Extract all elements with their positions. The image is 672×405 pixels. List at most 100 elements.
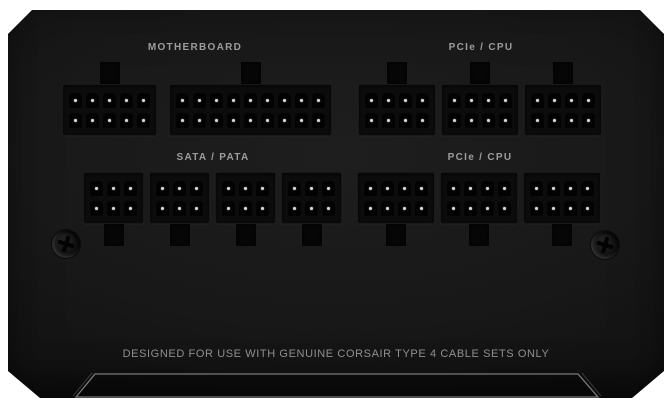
cable-clip-slot (235, 224, 256, 246)
8-pin-socket-body (523, 172, 601, 224)
pin-contact (420, 206, 423, 210)
pin-contact (244, 206, 247, 210)
pin-contact (125, 98, 128, 102)
pin-contact (300, 118, 303, 122)
pin-socket (481, 180, 494, 196)
connector-group-pcie-cpu-top: PCIe / CPU (358, 42, 604, 136)
6-pin-socket-body (149, 172, 210, 224)
pin-socket (381, 180, 394, 196)
pin-contact (317, 98, 320, 102)
pin-contact (142, 118, 145, 122)
pin-contact (108, 98, 111, 102)
pin-contact (452, 186, 455, 190)
pin-socket (382, 112, 395, 128)
pin-socket (399, 92, 412, 108)
connector-group-pcie-cpu-bottom: PCIe / CPU (357, 152, 603, 246)
pin-socket (498, 180, 511, 196)
pin-socket (69, 92, 82, 108)
pcie-cpu-bottom-connector-row (357, 172, 603, 246)
pin-contact (310, 206, 313, 210)
pin-contact (215, 118, 218, 122)
pin-socket (482, 92, 495, 108)
pin-socket (416, 112, 429, 128)
pin-contact (369, 186, 372, 190)
cable-clip-slot (99, 62, 120, 84)
pin-socket (256, 200, 269, 216)
pin-contact (195, 206, 198, 210)
pin-socket (190, 200, 203, 216)
pin-socket (210, 112, 223, 128)
pin-contact (469, 186, 472, 190)
10-pin-connector (62, 62, 157, 136)
pin-contact (453, 118, 456, 122)
pin-socket (244, 92, 257, 108)
pin-contact (142, 98, 145, 102)
pin-contact (215, 98, 218, 102)
pin-contact (181, 98, 184, 102)
pin-socket (415, 180, 428, 196)
pin-socket (582, 92, 595, 108)
pin-socket (305, 180, 318, 196)
pin-contact (370, 118, 373, 122)
pin-contact (553, 118, 556, 122)
pin-socket (156, 180, 169, 196)
pin-socket (107, 200, 120, 216)
pin-contact (370, 98, 373, 102)
pin-socket (499, 92, 512, 108)
pin-contact (421, 118, 424, 122)
pin-contact (452, 206, 455, 210)
pin-contact (227, 186, 230, 190)
pin-socket (176, 112, 189, 128)
pin-socket (322, 180, 335, 196)
8-pin-connector (441, 62, 519, 136)
pin-contact (470, 98, 473, 102)
pin-contact (232, 98, 235, 102)
pin-socket (322, 200, 335, 216)
pin-contact (283, 98, 286, 102)
sata-pata-connector-row (83, 172, 343, 246)
pin-contact (469, 206, 472, 210)
pin-socket (381, 200, 394, 216)
18-pin-socket-body (169, 84, 332, 136)
pin-contact (181, 118, 184, 122)
pin-contact (300, 98, 303, 102)
pin-socket (581, 180, 594, 196)
pin-contact (283, 118, 286, 122)
pin-contact (244, 186, 247, 190)
pin-socket (124, 200, 137, 216)
6-pin-socket-body (215, 172, 276, 224)
pin-socket (222, 180, 235, 196)
pin-socket (547, 200, 560, 216)
8-pin-socket-body (358, 84, 436, 136)
pin-contact (161, 186, 164, 190)
pin-socket (173, 180, 186, 196)
pin-socket (398, 180, 411, 196)
pin-socket (120, 112, 133, 128)
pin-socket (103, 92, 116, 108)
pin-contact (586, 186, 589, 190)
8-pin-connector (440, 172, 518, 246)
cable-clip-slot (470, 62, 490, 84)
cable-clip-slot (240, 62, 261, 84)
pin-contact (249, 118, 252, 122)
8-pin-socket-body (357, 172, 435, 224)
pin-socket (548, 92, 561, 108)
pin-socket (365, 92, 378, 108)
pin-contact (404, 98, 407, 102)
pin-socket (305, 200, 318, 216)
pin-contact (161, 206, 164, 210)
pin-socket (90, 180, 103, 196)
pin-socket (464, 180, 477, 196)
pin-contact (112, 206, 115, 210)
cable-clip-slot (553, 62, 573, 84)
sata-pata-label: SATA / PATA (176, 152, 250, 163)
pin-contact (387, 98, 390, 102)
pin-contact (266, 118, 269, 122)
pin-contact (552, 186, 555, 190)
pin-socket (582, 112, 595, 128)
cable-clip-slot (386, 224, 406, 246)
pin-socket (382, 92, 395, 108)
pin-socket (261, 112, 274, 128)
pin-socket (210, 92, 223, 108)
